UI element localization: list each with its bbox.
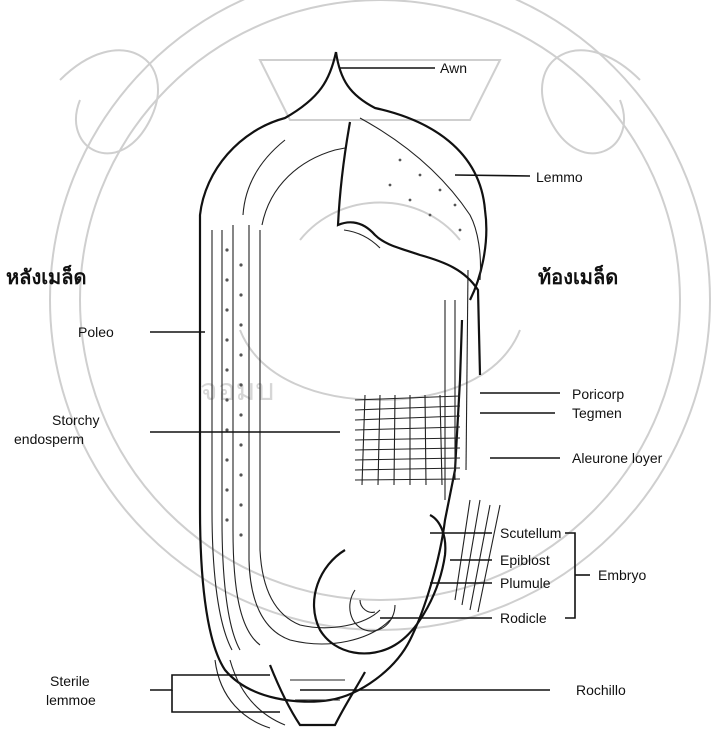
- label-sterile-line1: Sterile: [50, 673, 90, 689]
- label-pericarp: Poricorp: [572, 386, 624, 402]
- label-thai-belly: ท้องเมล็ด: [538, 264, 618, 289]
- label-lemma: Lemmo: [536, 169, 583, 185]
- watermark-seal: จอมบ: [50, 0, 710, 630]
- label-palea: Poleo: [78, 324, 114, 340]
- label-scutellum: Scutellum: [500, 525, 561, 541]
- label-thai-back: หลังเมล็ด: [6, 264, 86, 289]
- label-awn: Awn: [440, 60, 467, 76]
- label-starchy-line2: endosperm: [14, 431, 84, 447]
- label-rachilla: Rochillo: [576, 682, 626, 698]
- labels: Awn Lemmo หลังเมล็ด ท้องเมล็ด Poleo Pori…: [6, 60, 663, 708]
- label-plumule: Plumule: [500, 575, 551, 591]
- label-tegmen: Tegmen: [572, 405, 622, 421]
- label-embryo: Embryo: [598, 567, 646, 583]
- label-starchy-line1: Storchy: [52, 412, 99, 428]
- label-epiblast: Epiblost: [500, 552, 550, 568]
- watermark-text: จอมบ: [200, 373, 274, 408]
- label-sterile-line2: lemmoe: [46, 692, 96, 708]
- aleurone-cell-texture: [355, 395, 460, 485]
- label-aleurone: Aleurone loyer: [572, 450, 663, 466]
- label-radicle: Rodicle: [500, 610, 547, 626]
